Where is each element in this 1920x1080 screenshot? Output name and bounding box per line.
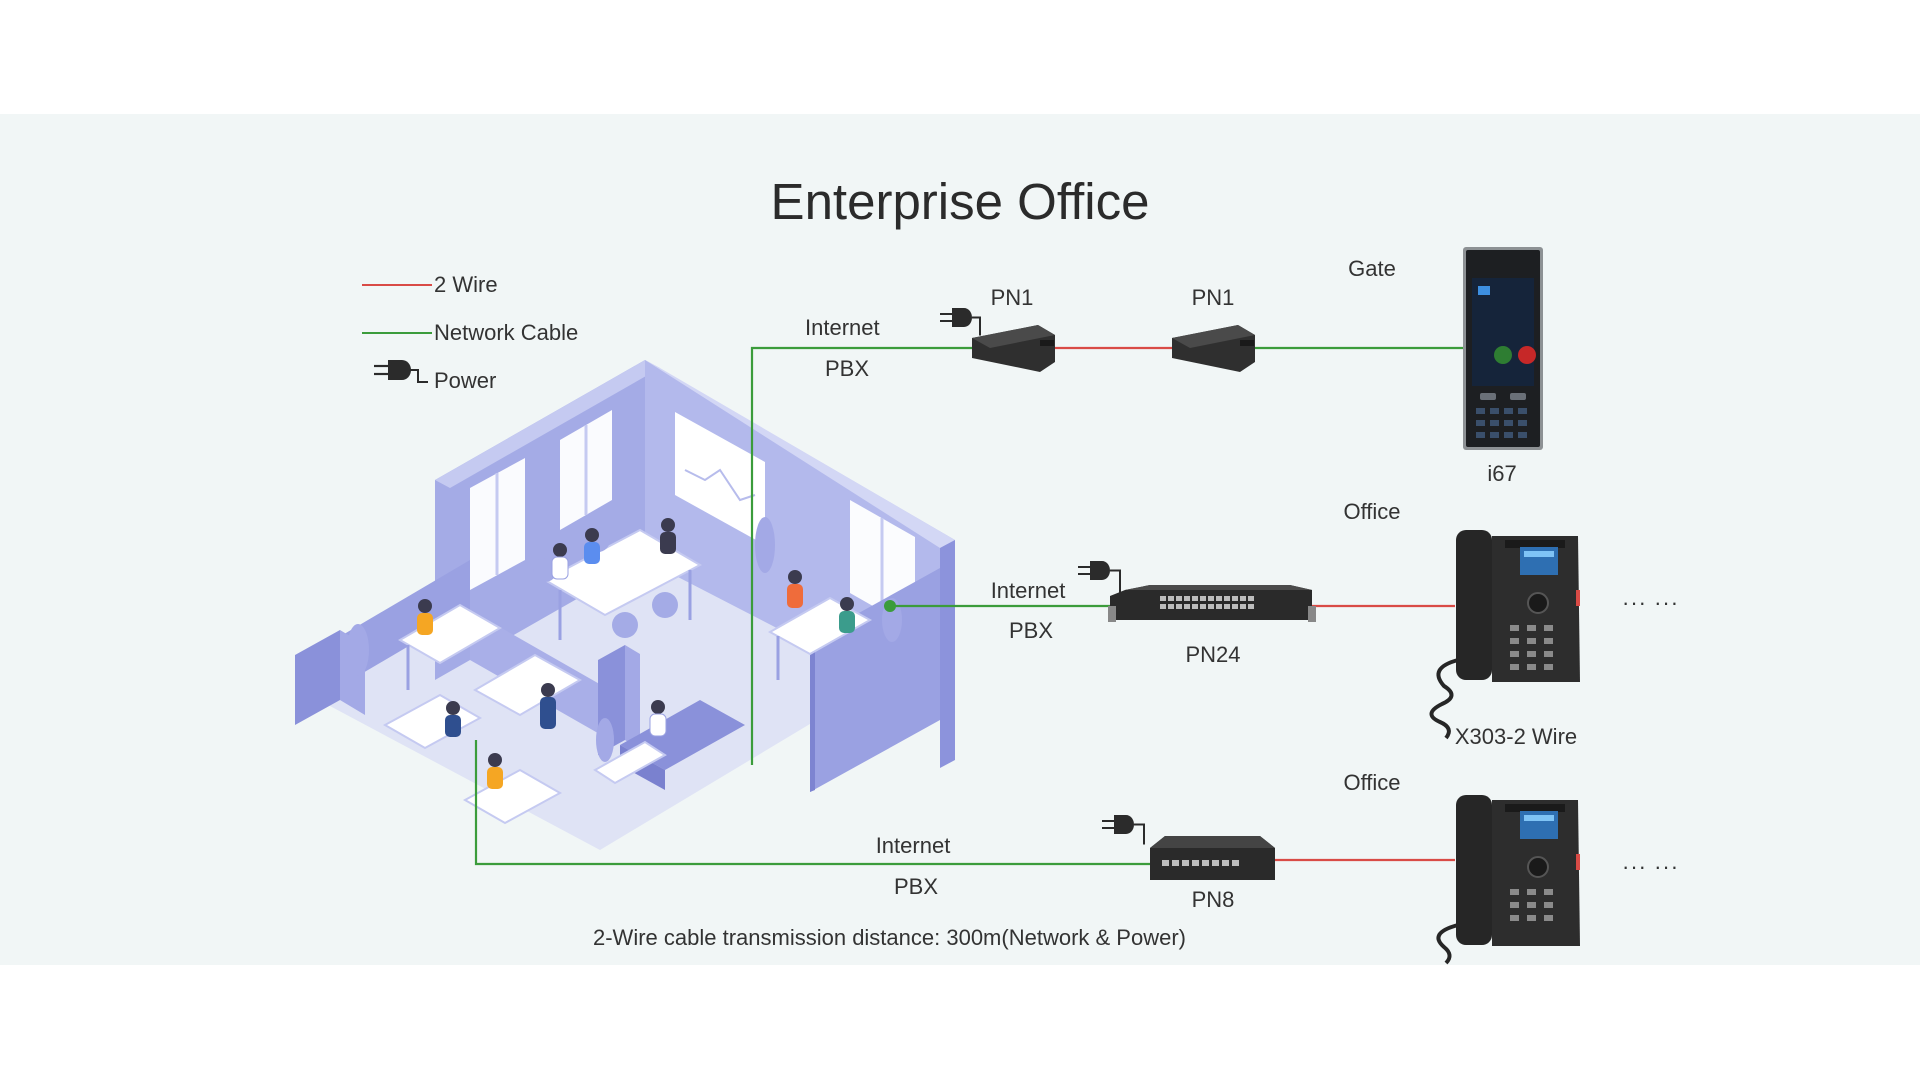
network-cable-gate-uplink xyxy=(750,346,972,765)
power-plug-icon xyxy=(374,360,428,383)
x303-desk-phone xyxy=(1429,530,1580,740)
pn1-adapter-a xyxy=(972,325,1055,372)
x303-label: X303-2 Wire xyxy=(1454,724,1578,749)
page-title: Enterprise Office xyxy=(770,173,1150,230)
legend-swatch-two-wire xyxy=(362,284,432,286)
network-cables xyxy=(474,346,1465,866)
office-illustration xyxy=(295,360,955,850)
gate-location-label: Gate xyxy=(1348,256,1396,281)
gate-internet-label: Internet xyxy=(805,315,880,340)
network-cable-office2-uplink xyxy=(474,740,1150,866)
pn1-adapter-b xyxy=(1172,325,1255,372)
office1-pbx-label: PBX xyxy=(1008,618,1054,643)
power-plug-icon xyxy=(1078,561,1121,593)
pn1-adapter-b-label: PN1 xyxy=(1191,285,1235,310)
footnote: 2-Wire cable transmission distance: 300m… xyxy=(593,925,1186,950)
pn8-label: PN8 xyxy=(1191,887,1235,912)
office2-location-label: Office xyxy=(1343,770,1401,795)
power-plug-icon xyxy=(1102,815,1145,845)
i67-door-intercom xyxy=(1463,247,1543,450)
office2-pbx-label: PBX xyxy=(893,874,939,899)
gate-pbx-label: PBX xyxy=(825,356,870,381)
i67-label: i67 xyxy=(1487,461,1517,486)
legend-label-power: Power xyxy=(434,368,497,393)
legend-swatch-network-cable xyxy=(362,332,432,334)
power-plug-icon xyxy=(940,308,981,336)
pn8-switch xyxy=(1150,836,1275,880)
legend-label-network-cable: Network Cable xyxy=(434,320,579,345)
desk-phone-office2 xyxy=(1436,795,1580,965)
pn24-label: PN24 xyxy=(1185,642,1241,667)
pn24-switch xyxy=(1108,585,1316,622)
office1-location-label: Office xyxy=(1343,499,1401,524)
legend-label-two-wire: 2 Wire xyxy=(434,272,498,297)
office1-internet-label: Internet xyxy=(990,578,1066,603)
background-band xyxy=(0,114,1920,965)
pn1-adapter-a-label: PN1 xyxy=(990,285,1034,310)
office1-more-indicator: ··· ··· xyxy=(1622,590,1680,615)
office2-more-indicator: ··· ··· xyxy=(1622,854,1680,879)
office2-internet-label: Internet xyxy=(875,833,951,858)
